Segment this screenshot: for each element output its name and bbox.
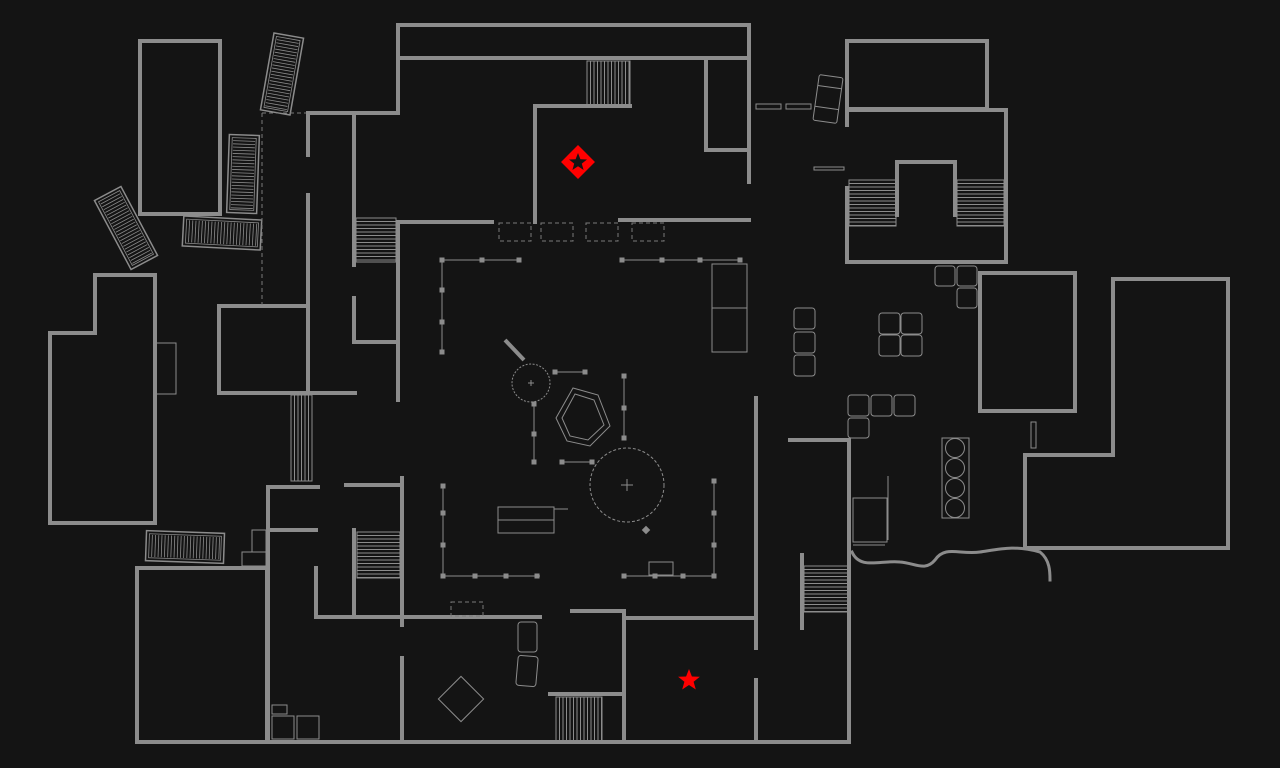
- spawn-star-marker[interactable]: [678, 669, 700, 690]
- wall-west-building: [48, 273, 157, 525]
- stairs-south: [555, 696, 603, 742]
- shipping-container: [93, 185, 159, 271]
- courtyard: [439, 257, 748, 579]
- stairs-west-corridor: [355, 217, 397, 263]
- stairs-southeast: [803, 565, 849, 613]
- stairs: [290, 60, 1005, 742]
- shipping-container: [225, 133, 261, 215]
- shipping-container: [259, 32, 305, 116]
- shipping-container: [181, 215, 263, 251]
- containers: [93, 32, 305, 565]
- wall-southwest-building: [135, 566, 269, 744]
- stairs-north: [586, 60, 631, 106]
- wall-east-stair-room: [845, 108, 1008, 264]
- creek-line: [850, 546, 1052, 582]
- star-icon: [569, 153, 587, 170]
- tree-small: [511, 363, 551, 403]
- wall-northeast-block: [845, 39, 989, 111]
- wall-north-hall: [306, 23, 751, 157]
- furniture: [155, 74, 1037, 740]
- wall-east-room: [978, 271, 1077, 413]
- stairs-southwest: [356, 531, 401, 579]
- crate-diamond: [437, 675, 485, 723]
- tree-large: [589, 447, 665, 523]
- wall-northwest-block: [138, 39, 222, 216]
- objective-diamond-marker[interactable]: [561, 145, 595, 179]
- wall-small-west-room: [217, 304, 357, 395]
- walls: [48, 23, 1230, 744]
- stairs-west-vertical: [290, 394, 313, 482]
- stairs-east-right: [956, 179, 1005, 227]
- wall-objective-room: [533, 104, 632, 224]
- wall-far-east-building: [1023, 277, 1230, 550]
- shipping-container: [144, 529, 226, 565]
- dashed-outlines: [261, 112, 665, 617]
- rock: [555, 387, 611, 447]
- stairs-east-left: [848, 179, 897, 227]
